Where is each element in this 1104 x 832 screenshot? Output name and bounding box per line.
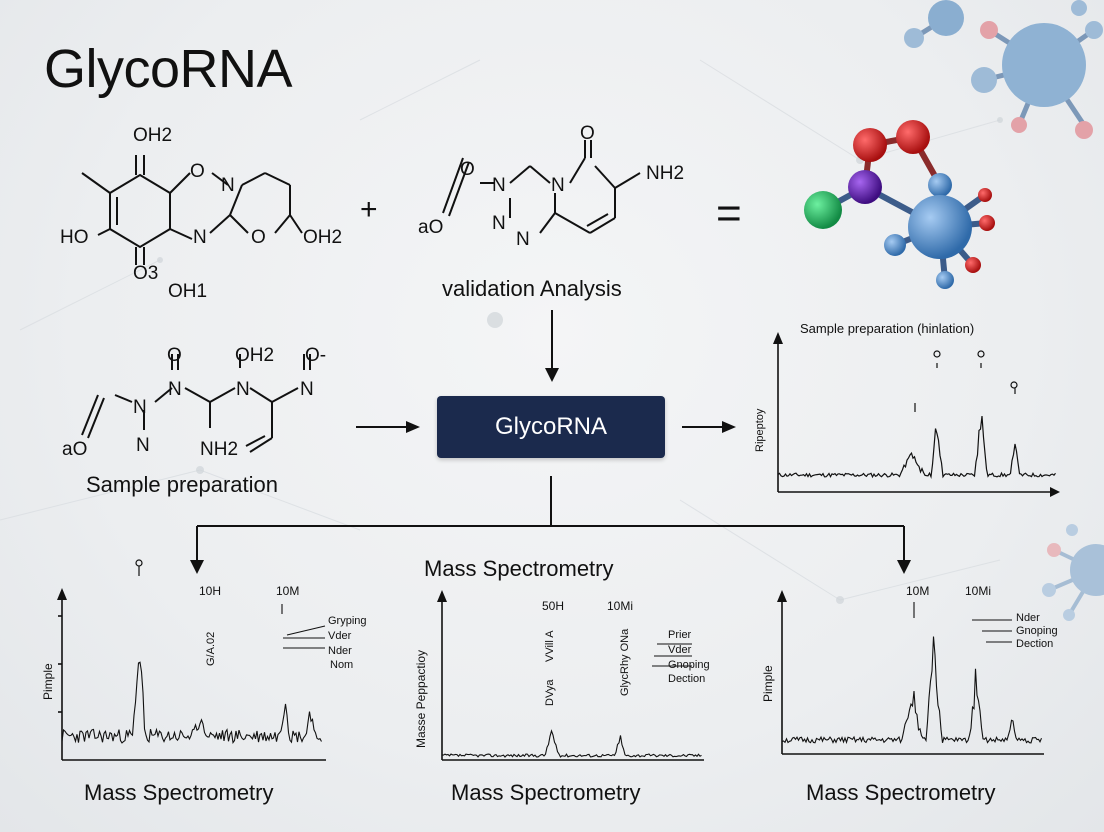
peak-label: DVya xyxy=(544,679,556,707)
annotation-label: Gnoping xyxy=(1016,625,1058,637)
molecule-faded-right xyxy=(1042,524,1104,621)
atom-label: N xyxy=(492,175,506,196)
arrow-down-left-branch xyxy=(190,528,204,574)
molecule-3d-corner xyxy=(904,0,1103,139)
atom-label: O xyxy=(251,227,266,248)
annotation-label: Nder xyxy=(328,645,352,657)
annotation-label: Vder xyxy=(668,644,692,656)
annotation-label: Gnoping xyxy=(668,659,710,671)
arrow-right-from-box xyxy=(682,421,736,433)
annotation-label: Nder xyxy=(1016,612,1040,624)
atom-label: OH2 xyxy=(133,125,173,146)
molecule-3d-ball-stick xyxy=(804,120,995,289)
annotation-label: Prier xyxy=(668,629,692,641)
atom-label: N xyxy=(168,379,182,400)
caption-validation-analysis: validation Analysis xyxy=(442,276,622,301)
atom-label: O xyxy=(580,123,595,144)
spectrum-bottom-middle-ylabel: Masse Peppactioy xyxy=(414,649,428,748)
atom-label: N xyxy=(193,227,207,248)
annotation-label: Vder xyxy=(328,630,352,642)
spectrum-bottom-left-ylabel: Pimple xyxy=(41,663,55,700)
spectrum-top-right xyxy=(773,332,1060,497)
atom-label: N xyxy=(492,213,506,234)
spectrum-bottom-right xyxy=(777,590,1044,755)
peak-label: G/A.02 xyxy=(205,631,217,666)
caption-mass-spectrometry-left: Mass Spectrometry xyxy=(84,780,274,805)
peak-label: VVill A xyxy=(544,630,556,662)
structure-middle-molecule xyxy=(442,140,641,234)
atom-label: N xyxy=(133,397,147,418)
annotation-label: Dection xyxy=(1016,638,1054,650)
atom-label: O3 xyxy=(133,263,159,284)
atom-label: OH1 xyxy=(168,281,208,302)
spectrum-top-right-title: Sample preparation (hinlation) xyxy=(800,321,975,336)
equals-sign: = xyxy=(716,189,742,238)
atom-label: NH2 xyxy=(200,439,239,460)
structure-sample-prep-molecule xyxy=(81,354,311,453)
arrow-right-to-box xyxy=(356,421,420,433)
peak-label: 50H xyxy=(542,599,565,613)
atom-label: O xyxy=(460,159,475,180)
peak-marker xyxy=(135,559,143,576)
spectrum-bottom-middle xyxy=(437,590,704,761)
peak-label: 10Mi xyxy=(607,599,634,613)
peak-label: 10M xyxy=(906,584,930,598)
atom-label: O xyxy=(190,161,205,182)
annotation-label: Nom xyxy=(330,659,354,671)
arrow-down-right-branch xyxy=(897,528,911,574)
peak-label: 10M xyxy=(276,584,300,598)
atom-label: N xyxy=(221,175,235,196)
annotation-label: Dection xyxy=(668,673,706,685)
peak-label: GlycRhy ONa xyxy=(619,628,631,696)
plus-sign: + xyxy=(360,193,378,226)
spectrum-bottom-left xyxy=(57,588,326,761)
structure-left-molecule xyxy=(81,155,303,265)
atom-label: N xyxy=(300,379,314,400)
annotation-label: Gryping xyxy=(328,615,367,627)
spectrum-bottom-right-ylabel: Pimple xyxy=(761,665,775,702)
caption-mass-spectrometry-right: Mass Spectrometry xyxy=(806,780,996,805)
atom-label: OH2 xyxy=(303,227,343,248)
atom-label: HO xyxy=(60,227,89,248)
atom-label: N xyxy=(516,229,530,250)
caption-mass-spectrometry-middle: Mass Spectrometry xyxy=(451,780,641,805)
peak-label: 10H xyxy=(199,584,222,598)
atom-label: N xyxy=(236,379,250,400)
atom-label: O- xyxy=(305,345,327,366)
spectrum-top-right-ylabel: Ripeptoy xyxy=(754,408,766,452)
arrow-down-to-box xyxy=(545,310,559,382)
atom-label: NH2 xyxy=(646,163,685,184)
atom-label: N xyxy=(551,175,565,196)
glycorna-central-box: GlycoRNA xyxy=(437,396,665,458)
atom-label: O xyxy=(167,345,182,366)
atom-label: aO xyxy=(62,439,88,460)
atom-label: N xyxy=(136,435,150,456)
caption-mass-spectrometry-center: Mass Spectrometry xyxy=(424,556,614,581)
peak-label: 10Mi xyxy=(965,584,992,598)
atom-label: aO xyxy=(418,217,444,238)
caption-sample-preparation: Sample preparation xyxy=(86,472,279,497)
atom-label: OH2 xyxy=(235,345,275,366)
page-title: GlycoRNA xyxy=(44,39,293,99)
